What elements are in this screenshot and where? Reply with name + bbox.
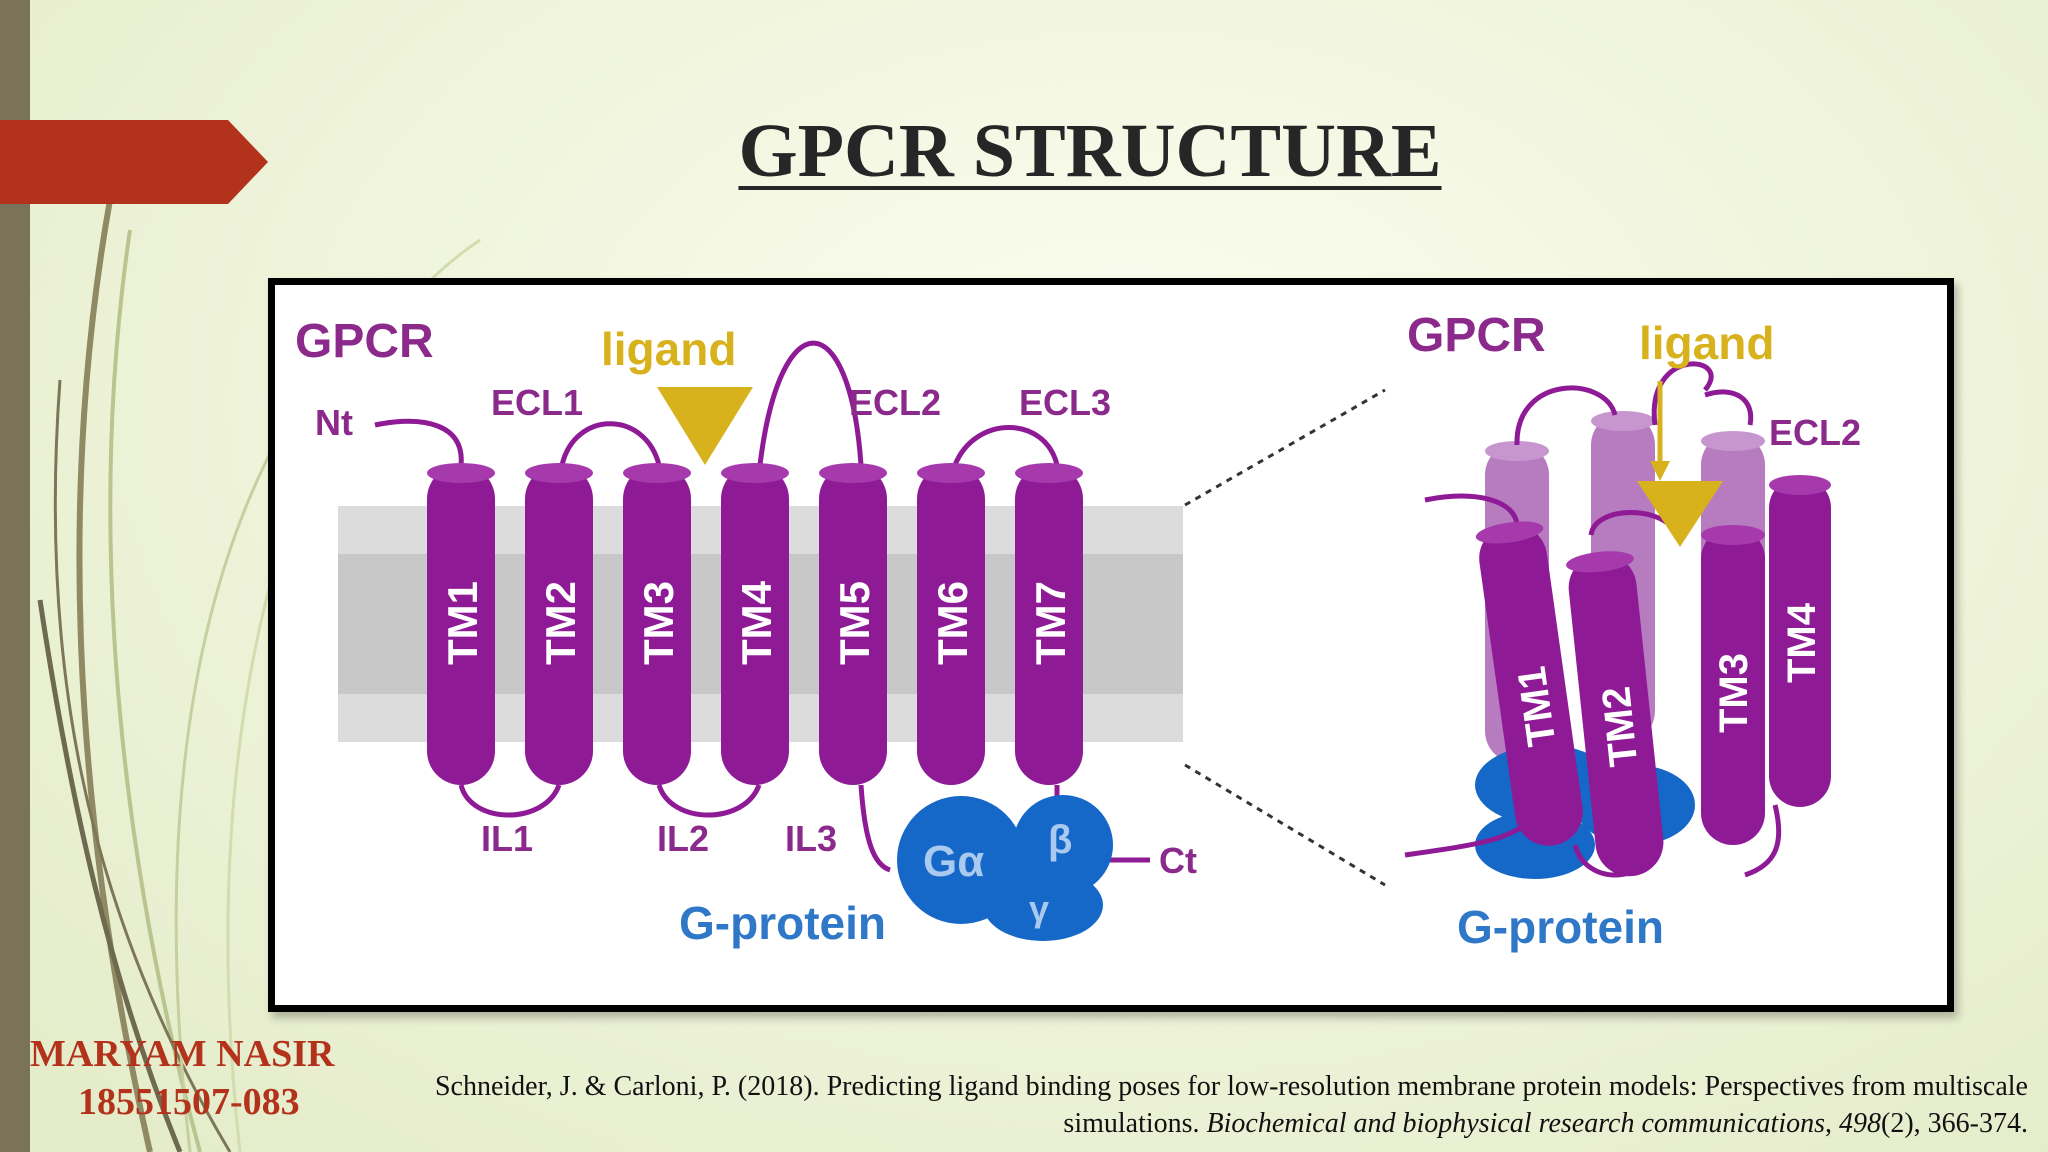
tm7-label: TM7 — [1027, 581, 1074, 665]
citation-part2: simulations. — [1063, 1108, 1207, 1139]
helix-tm3: TM3 — [623, 463, 691, 785]
author-block: MARYAM NASIR 18551507-083 — [30, 1030, 360, 1126]
g-alpha-label: Gα — [923, 837, 984, 886]
title-ribbon — [0, 120, 268, 204]
right-helix-tm4: TM4 — [1769, 475, 1831, 807]
right-helix-tm3: TM3 — [1701, 525, 1765, 845]
author-name: MARYAM NASIR — [30, 1033, 335, 1075]
right-ligand-label: ligand — [1639, 317, 1774, 369]
citation-sep: , — [1825, 1108, 1840, 1139]
g-beta-label: β — [1048, 818, 1072, 862]
ecl1-label: ECL1 — [491, 382, 583, 423]
g-beta-subunit — [1013, 795, 1113, 895]
citation-volume: 498 — [1839, 1108, 1882, 1139]
author-id: 18551507-083 — [78, 1081, 300, 1123]
helix-tm7: TM7 — [1015, 463, 1083, 785]
citation: Schneider, J. & Carloni, P. (2018). Pred… — [308, 1068, 2028, 1142]
helix-tm2: TM2 — [525, 463, 593, 785]
left-g-protein-label: G-protein — [679, 897, 886, 949]
tm4-label: TM4 — [733, 580, 780, 665]
ecl2-label: ECL2 — [849, 382, 941, 423]
ligand-arrow-head — [1650, 461, 1670, 481]
ct-label: Ct — [1159, 840, 1197, 881]
tm1-label: TM1 — [439, 581, 486, 665]
g-gamma-label: γ — [1029, 888, 1049, 929]
right-g-protein-label: G-protein — [1457, 901, 1664, 953]
helix-tm4: TM4 — [721, 463, 789, 785]
ecl3-label: ECL3 — [1019, 382, 1111, 423]
right-ecl2-label: ECL2 — [1769, 412, 1861, 453]
tm2-label: TM2 — [537, 581, 584, 665]
citation-journal: Biochemical and biophysical research com… — [1206, 1108, 1826, 1139]
citation-rest: (2), 366-374. — [1881, 1108, 2028, 1139]
g-alpha-subunit — [897, 796, 1025, 924]
il2-label: IL2 — [657, 818, 709, 859]
right-tm2-label: TM2 — [1594, 684, 1646, 768]
loops — [374, 340, 1150, 873]
right-tm3-label: TM3 — [1712, 653, 1756, 733]
il3-label: IL3 — [785, 818, 837, 859]
tm5-label: TM5 — [831, 581, 878, 665]
right-panel: TM1 TM2 TM3 TM4 GPCR ligand ECL2 G-prote… — [1404, 309, 1861, 953]
right-gpcr-label: GPCR — [1407, 309, 1546, 362]
left-gpcr-label: GPCR — [295, 315, 434, 368]
gpcr-diagram-svg: TM1 TM2 TM3 TM4 TM5 — [295, 309, 1861, 953]
right-ligand-triangle — [1637, 481, 1723, 547]
right-helix-tm2: TM2 — [1566, 551, 1664, 877]
zoom-lines — [1184, 388, 1386, 887]
il1-label: IL1 — [481, 818, 533, 859]
slide-title: GPCR STRUCTURE — [738, 109, 1442, 193]
left-panel: TM1 TM2 TM3 TM4 TM5 — [295, 315, 1197, 949]
helix-tm1: TM1 — [427, 463, 495, 785]
ligand-triangle — [657, 387, 753, 465]
tm3-label: TM3 — [635, 581, 682, 665]
left-ligand-label: ligand — [601, 323, 736, 375]
helix-tm5: TM5 — [819, 463, 887, 785]
tm6-label: TM6 — [929, 581, 976, 665]
helix-tm6: TM6 — [917, 463, 985, 785]
right-helix-tm1: TM1 — [1475, 521, 1583, 846]
citation-part1: Schneider, J. & Carloni, P. (2018). Pred… — [434, 1071, 2028, 1102]
nt-label: Nt — [315, 402, 353, 443]
gpcr-figure: TM1 TM2 TM3 TM4 TM5 — [268, 278, 1954, 1012]
right-tm4-label: TM4 — [1780, 602, 1824, 683]
